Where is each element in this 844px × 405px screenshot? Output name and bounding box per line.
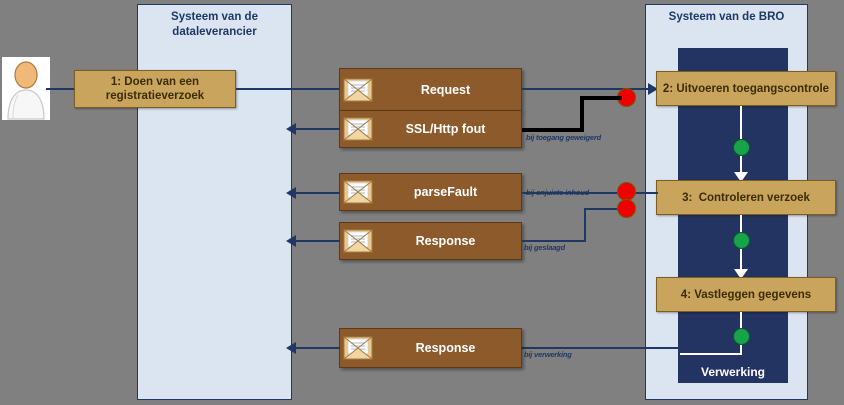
message-ssl-http-fout-label: SSL/Http fout	[405, 122, 486, 136]
branch-geslaagd-vertical	[584, 208, 586, 242]
envelope-icon	[340, 111, 376, 147]
link-actor-to-step1	[46, 88, 74, 90]
condition-toegang-geweigerd: bij toegang geweigerd	[526, 133, 601, 142]
link-request-to-step2	[522, 88, 656, 90]
arrowhead-response-verwerking	[286, 342, 296, 354]
link-step3-to-parsefault	[522, 192, 658, 194]
step-3-controleren-verzoek[interactable]: 3: Controleren verzoek	[656, 180, 836, 215]
lane-dataleverancier	[137, 4, 292, 400]
message-response-geslaagd-label: Response	[415, 234, 476, 248]
condition-onjuiste-inhoud: bij onjuiste inhoud	[526, 188, 589, 197]
actor-container	[2, 57, 50, 120]
message-response-verwerking-label: Response	[415, 341, 476, 355]
step-4-vastleggen-gegevens[interactable]: 4: Vastleggen gegevens	[656, 277, 836, 312]
message-request-label: Request	[420, 82, 471, 97]
step-2-uitvoeren-toegangscontrole[interactable]: 2: Uitvoeren toegangscontrole	[656, 71, 836, 106]
link-verwerking-to-response	[522, 347, 682, 349]
arrowhead-step3-to-step4	[734, 269, 748, 279]
link-step1-to-request	[236, 88, 339, 90]
lane-bro-title: Systeem van de BRO	[668, 11, 785, 23]
link-parsefault-to-lane	[292, 192, 340, 194]
arrowhead-step2-to-step3	[734, 172, 748, 182]
lane-dataleverancier-title-line1: Systeem van de	[171, 11, 258, 23]
gateway-dot-geslaagd	[617, 199, 636, 218]
arrowhead-request-to-step2	[648, 83, 658, 95]
envelope-icon	[340, 223, 376, 259]
message-response-verwerking[interactable]: Response	[339, 328, 522, 368]
branch-toegang-to-sslfout	[522, 128, 584, 132]
message-response-geslaagd[interactable]: Response	[339, 222, 522, 260]
user-actor-icon	[7, 61, 45, 120]
message-ssl-http-fout[interactable]: SSL/Http fout	[339, 110, 522, 148]
arrowhead-response-geslaagd	[286, 235, 296, 247]
flow-dot-step4-verwerking	[733, 328, 750, 345]
link-sslfout-to-lane	[292, 128, 340, 130]
condition-verwerking: bij verwerking	[524, 350, 572, 359]
envelope-icon	[340, 329, 376, 367]
lane-dataleverancier-title-line2: dataleverancier	[172, 26, 257, 38]
message-parsefault[interactable]: parseFault	[339, 173, 522, 211]
message-parsefault-label: parseFault	[413, 185, 478, 199]
envelope-icon	[340, 69, 376, 110]
flow-verwerking-horizontal	[680, 353, 742, 355]
message-request[interactable]: Request	[339, 68, 522, 111]
branch-geslaagd-horizontal	[522, 240, 586, 242]
branch-toegang-horizontal	[580, 96, 622, 100]
arrowhead-sslfout	[286, 123, 296, 135]
branch-geslaagd-upper	[584, 208, 618, 210]
flow-dot-step2-step3	[733, 139, 750, 156]
branch-toegang-vertical	[580, 96, 584, 132]
link-response-geslaagd-to-lane	[292, 240, 340, 242]
arrowhead-parsefault	[286, 187, 296, 199]
condition-geslaagd: bij geslaagd	[524, 243, 565, 252]
verwerking-label: Verwerking	[700, 365, 766, 379]
envelope-icon	[340, 174, 376, 210]
step-1-doen-registratieverzoek[interactable]: 1: Doen van een registratieverzoek	[74, 70, 236, 108]
link-response-verwerking-to-lane	[292, 347, 340, 349]
flow-dot-step3-step4	[733, 232, 750, 249]
